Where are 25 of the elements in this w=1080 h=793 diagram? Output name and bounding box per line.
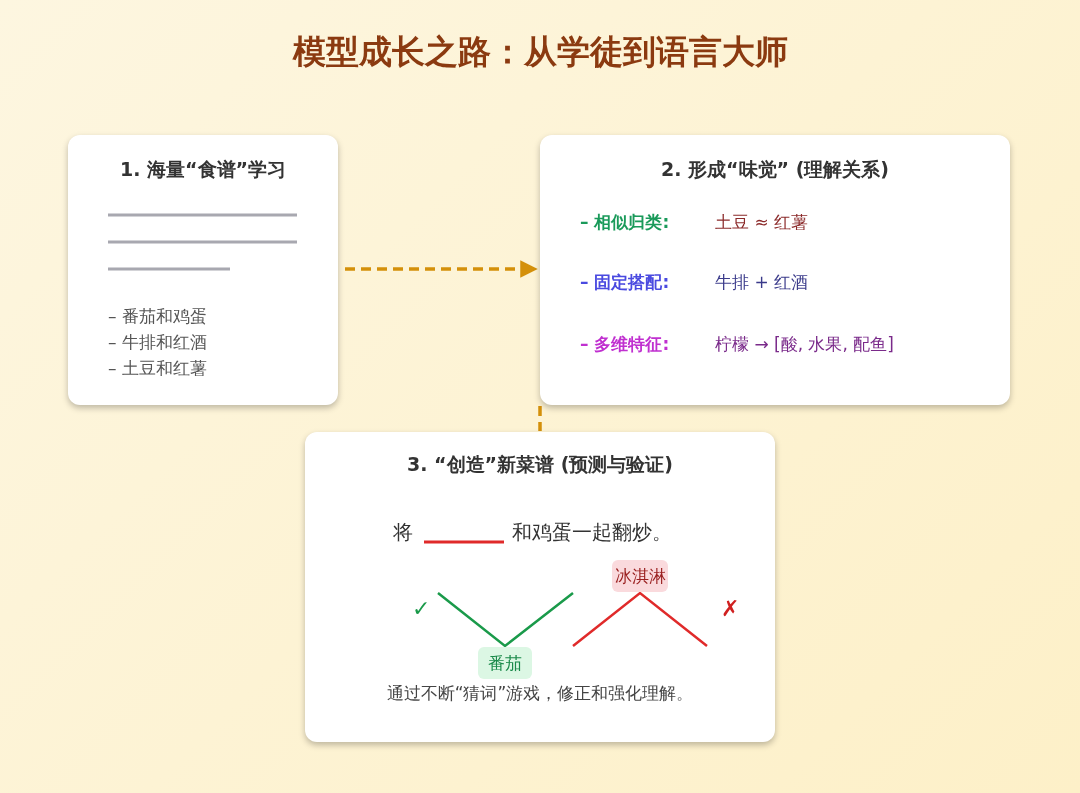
example-text: 柠檬 → [酸, 水果, 配鱼] (715, 333, 894, 356)
sentence-text: 将 (393, 519, 413, 546)
connector-line (538, 406, 542, 431)
note-text: 通过不断“猜词”游戏，修正和强化理解。 (386, 682, 694, 705)
example-text: 土豆 ≈ 红薯 (715, 211, 809, 234)
category-label: – 固定搭配: (580, 271, 670, 294)
category-label: – 相似归类: (580, 211, 670, 234)
list-item: – 番茄和鸡蛋 (108, 305, 207, 328)
example-text: 牛排 + 红酒 (715, 271, 809, 294)
category-label: – 多维特征: (580, 333, 670, 356)
card (540, 135, 1010, 405)
list-item: – 土豆和红薯 (108, 357, 207, 380)
card-heading: 3. “创造”新菜谱 (预测与验证) (407, 452, 673, 477)
answer-tag: 番茄 (478, 647, 532, 679)
card (305, 432, 775, 742)
card-heading: 2. 形成“味觉” (理解关系) (661, 157, 889, 182)
cross-mark: ✗ (721, 596, 740, 621)
diagram-title: 模型成长之路：从学徒到语言大师 (292, 31, 788, 73)
answer-tag: 冰淇淋 (612, 560, 668, 592)
card (68, 135, 338, 405)
list-item: – 牛排和红酒 (108, 331, 207, 354)
sentence-text: 和鸡蛋一起翻炒。 (512, 519, 672, 546)
check-mark: ✓ (412, 596, 431, 621)
card-heading: 1. 海量“食谱”学习 (120, 157, 286, 182)
arrow (345, 260, 538, 278)
